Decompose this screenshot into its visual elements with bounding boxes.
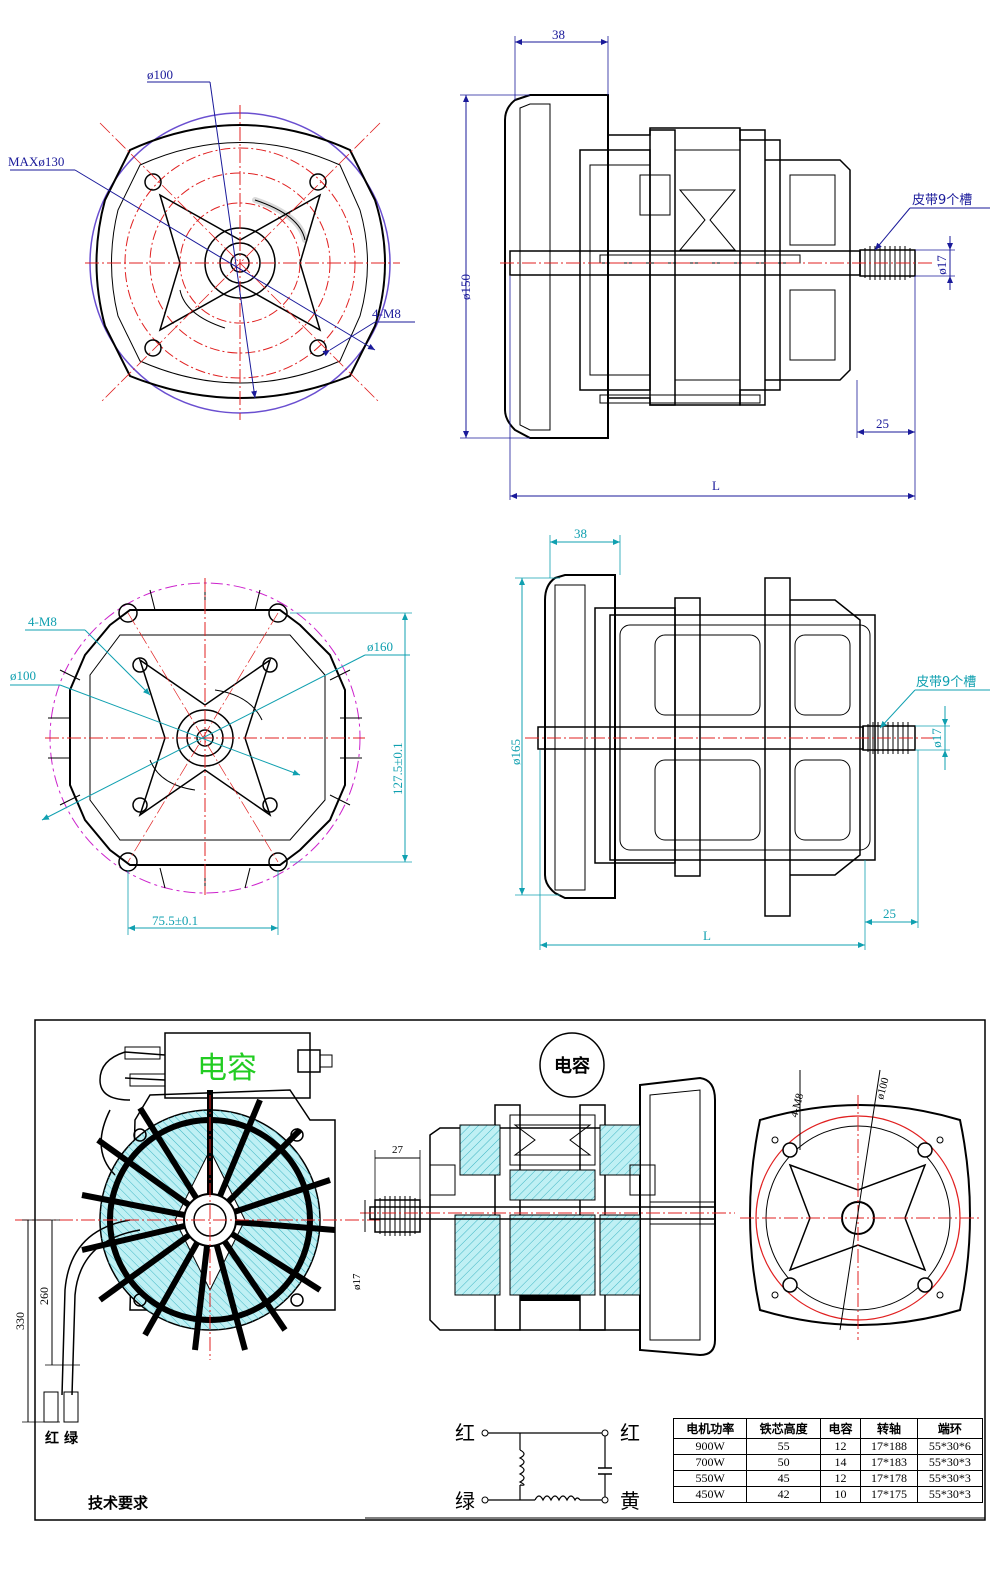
top-maxd130-label: MAXø130	[8, 154, 64, 169]
mid-w25-label: 25	[883, 906, 896, 921]
wire-green-label: 绿	[64, 1430, 79, 1447]
mid-d165-label: ø165	[508, 739, 523, 765]
spec-header-shaft: 转轴	[860, 1418, 918, 1439]
bottom-end-view: 4-M8 ø100	[740, 1069, 980, 1340]
h330-label: 330	[13, 1312, 27, 1330]
mid-d100-label: ø100	[10, 668, 36, 683]
mid-m8-label: 4-M8	[28, 614, 57, 629]
bottom-front-view: 电容	[13, 1032, 380, 1447]
wire-red-label: 红	[45, 1430, 59, 1447]
bottom-d17-label: ø17	[351, 1273, 363, 1290]
spec-cell-shaft: 17*175	[860, 1486, 918, 1503]
mid-w38-label: 38	[574, 526, 587, 541]
spec-cell-power: 900W	[672, 1438, 748, 1455]
spec-header-ring: 端环	[916, 1418, 984, 1439]
spec-table-header: 电机功率 铁芯高度 电容 转轴 端环	[672, 1418, 984, 1439]
spec-cell-ring: 55*30*3	[916, 1486, 984, 1503]
top-d100-label: ø100	[147, 67, 173, 82]
top-m8-label: 4-M8	[372, 306, 401, 321]
mid-h127-label: 127.5±0.1	[390, 742, 405, 795]
wiring-diagram: 红 绿 红 黄	[455, 1421, 640, 1513]
spec-cell-ring: 55*30*3	[916, 1470, 984, 1487]
spec-cell-shaft: 17*183	[860, 1454, 918, 1471]
mid-w75-label: 75.5±0.1	[152, 913, 198, 928]
wire-red-right: 红	[620, 1421, 640, 1445]
mid-belt-label: 皮带9个槽	[916, 675, 976, 690]
mid-end-view: 4-M8 ø100 ø160 127.5±0.1 75.5±0.1	[10, 578, 412, 935]
mid-d17-label: ø17	[929, 728, 944, 748]
spec-cell-ring: 55*30*6	[916, 1438, 984, 1455]
spec-cell-ring: 55*30*3	[916, 1454, 984, 1471]
top-d17-label: ø17	[934, 255, 949, 275]
capacitor-circle-label: 电容	[554, 1055, 590, 1077]
spec-cell-cap: 14	[819, 1454, 862, 1471]
spec-cell-core: 42	[746, 1486, 821, 1503]
spec-cell-cap: 10	[819, 1486, 862, 1503]
spec-cell-cap: 12	[819, 1470, 862, 1487]
spec-cell-shaft: 17*178	[860, 1470, 918, 1487]
spec-cell-core: 55	[746, 1438, 821, 1455]
bottom-section-view: 电容 27 ø17	[351, 1032, 735, 1357]
spec-cell-cap: 12	[819, 1438, 862, 1455]
bottom-m8-label: 4-M8	[788, 1092, 806, 1119]
mid-L-label: L	[703, 928, 711, 943]
bottom-d100-label: ø100	[874, 1076, 891, 1101]
top-d150-label: ø150	[458, 274, 473, 300]
spec-cell-core: 45	[746, 1470, 821, 1487]
spec-header-power: 电机功率	[672, 1418, 748, 1439]
wire-red-left: 红	[455, 1421, 475, 1445]
top-belt-label: 皮带9个槽	[912, 193, 972, 208]
top-L-label: L	[712, 478, 720, 493]
bottom-frame	[34, 1019, 986, 1521]
wire-yellow-right: 黄	[620, 1489, 640, 1513]
spec-cell-core: 50	[746, 1454, 821, 1471]
mid-d160-label: ø160	[367, 639, 393, 654]
top-end-view: ø100 MAXø130 4-M8	[8, 67, 415, 420]
h260-label: 260	[37, 1287, 51, 1305]
mid-side-view: 38 ø165 皮带9个槽 ø17 25 L	[508, 526, 990, 950]
top-side-view: 38 ø150 皮带9个槽 ø17 25 L	[458, 27, 990, 500]
spec-header-core: 铁芯高度	[746, 1418, 821, 1439]
spec-cell-shaft: 17*188	[860, 1438, 918, 1455]
capacitor-green-label: 电容	[197, 1051, 257, 1086]
tech-requirements-label: 技术要求	[88, 1494, 149, 1512]
spec-cell-power: 700W	[672, 1454, 748, 1471]
top-w25-label: 25	[876, 416, 889, 431]
wire-green-left: 绿	[455, 1489, 475, 1513]
w27-label: 27	[392, 1144, 404, 1156]
spec-cell-power: 550W	[672, 1470, 748, 1487]
spec-header-cap: 电容	[819, 1418, 862, 1439]
top-w38-label: 38	[552, 27, 565, 42]
spec-cell-power: 450W	[672, 1486, 748, 1503]
